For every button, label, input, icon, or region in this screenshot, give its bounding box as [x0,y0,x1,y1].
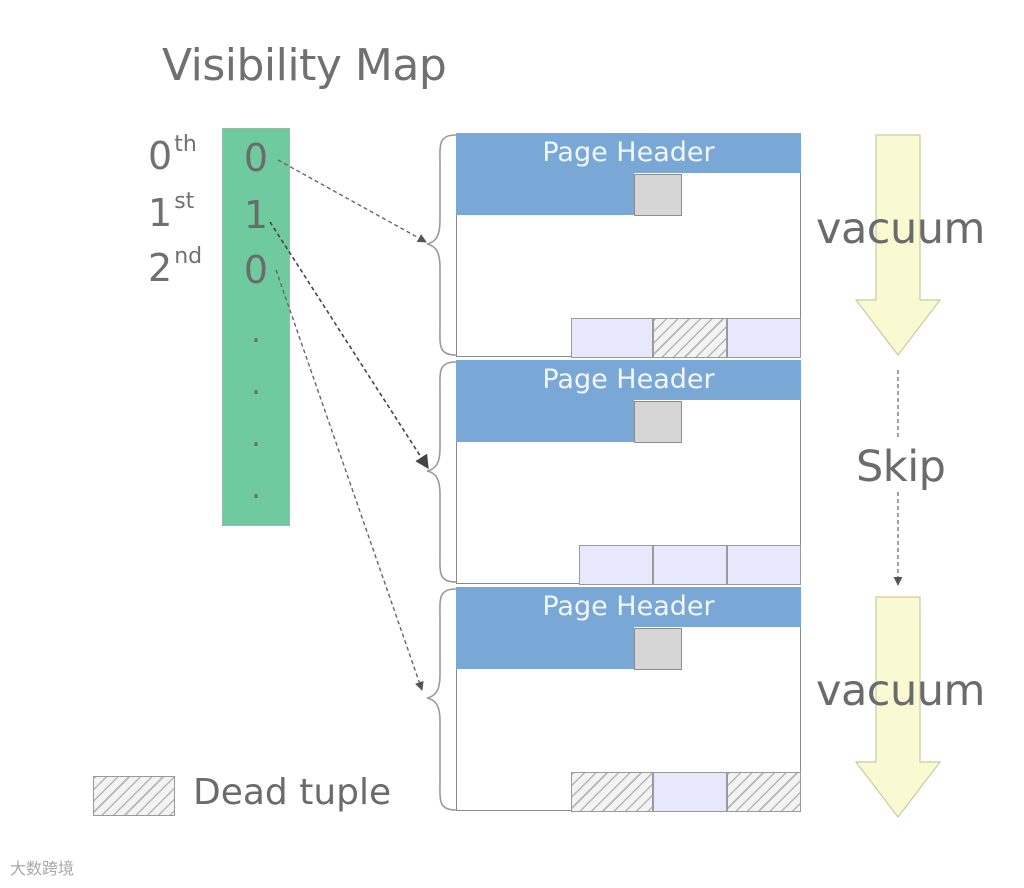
page-header-2: Page Header [456,587,801,627]
dead-tuple [727,772,801,812]
line-pointer-2 [634,628,682,670]
page-header-0: Page Header [456,133,801,173]
visibility-map-bar [222,128,290,526]
line-pointer-1 [634,401,682,443]
ordinal-sup-2: nd [174,244,203,269]
vm-ellipsis-dot: . [251,315,261,350]
ordinal-label-0: 0th [148,132,197,178]
page-brace-1 [426,361,457,583]
ordinal-base-0: 0 [148,134,173,178]
legend-label: Dead tuple [193,772,392,813]
ordinal-sup-1: st [174,189,195,214]
page-header-extension-2 [456,627,634,669]
page-header-1: Page Header [456,360,801,400]
vm-ellipsis-dot: . [251,367,261,402]
page-header-extension-0 [456,173,634,215]
action-label-0: vacuum [816,204,985,254]
pointer-arrow-1 [269,221,429,470]
live-tuple [653,772,727,812]
diagram-title: Visibility Map [162,40,447,91]
dead-tuple [571,772,653,812]
vm-ellipsis-dot: . [251,419,261,454]
pointer-arrow-0 [277,159,427,243]
vacuum-arrow-0 [854,134,942,356]
line-pointer-0 [634,174,682,216]
live-tuple [571,318,653,358]
ordinal-base-2: 2 [148,246,173,290]
ordinal-base-1: 1 [148,191,173,235]
live-tuple [579,545,653,585]
page-header-extension-1 [456,400,634,442]
vacuum-arrow-2 [854,596,942,818]
action-label-2: vacuum [816,666,985,716]
vm-bit-0: 0 [243,136,269,180]
vm-bit-1: 1 [243,193,269,237]
dead-tuple [653,318,727,358]
vm-ellipsis-dot: . [251,471,261,506]
live-tuple [727,545,801,585]
live-tuple [653,545,727,585]
live-tuple [727,318,801,358]
legend-dead-tuple-swatch [93,776,175,816]
pointer-arrow-2 [275,269,424,691]
vm-bit-2: 0 [243,248,269,292]
page-brace-2 [426,588,457,811]
ordinal-label-2: 2nd [148,244,203,290]
action-label-1: Skip [854,442,948,492]
watermark: 大数跨境 [10,859,75,878]
ordinal-label-1: 1st [148,189,195,235]
page-brace-0 [426,134,457,356]
ordinal-sup-0: th [174,132,197,157]
